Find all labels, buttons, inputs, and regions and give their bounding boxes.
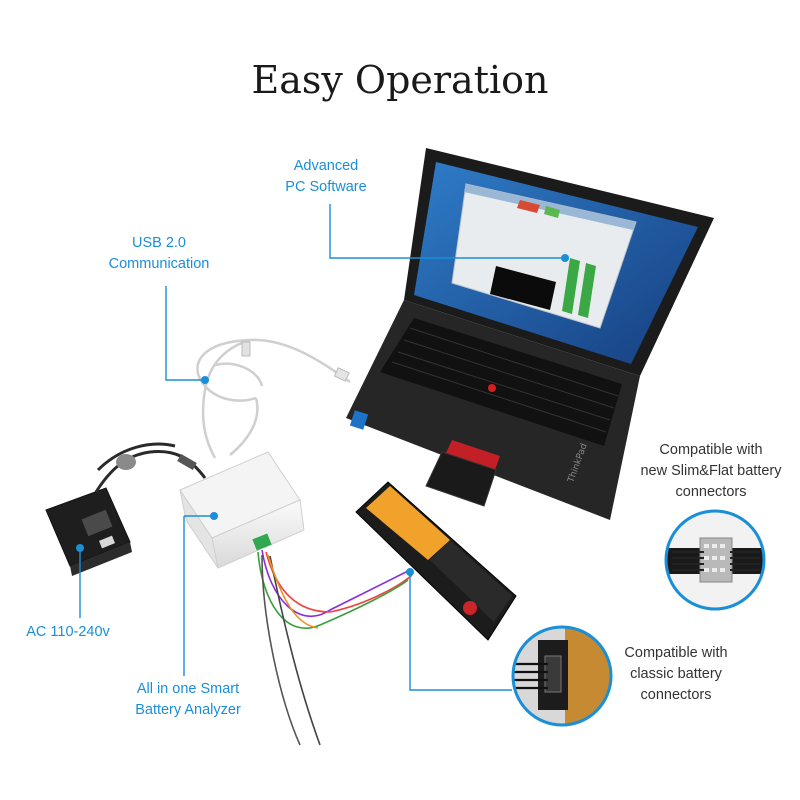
- status-red: [517, 200, 540, 213]
- callout-line: Compatible with: [659, 442, 763, 458]
- laptop: ThinkPad: [346, 148, 714, 520]
- callout-line: All in one Smart: [136, 681, 240, 697]
- zoom-slim-flat: [664, 509, 766, 611]
- usb-cable: [196, 338, 351, 459]
- callout-slim-flat: Compatible with new Slim&Flat battery co…: [626, 440, 796, 503]
- level-bar-1: [562, 258, 580, 314]
- callout-line: Compatible with: [624, 645, 728, 661]
- callout-line: Advanced: [293, 158, 359, 174]
- callout-line: connectors: [675, 484, 747, 500]
- callout-leaders: [79, 204, 565, 691]
- status-green: [544, 206, 560, 218]
- callout-ac: AC 110-240v: [10, 622, 126, 643]
- callout-line: Communication: [108, 256, 210, 272]
- leader-classic: [409, 572, 512, 691]
- laptop-battery: [355, 481, 517, 641]
- leader-usb: [165, 286, 205, 381]
- keyboard: [380, 318, 622, 446]
- usb-plug-laptop: [333, 367, 350, 382]
- callout-dots: [76, 254, 569, 576]
- test-wires: [257, 549, 413, 746]
- callout-line: Battery Analyzer: [135, 702, 241, 718]
- ac-adapter: [45, 442, 207, 576]
- page-title: Easy Operation: [251, 58, 549, 102]
- callout-line: PC Software: [285, 179, 367, 195]
- intel-sticker: [349, 410, 369, 430]
- callout-line: new Slim&Flat battery: [640, 463, 782, 479]
- green-terminal: [252, 533, 272, 551]
- zoom-classic: [511, 625, 613, 727]
- callout-line: classic battery: [630, 666, 722, 682]
- callout-pc-software: Advanced PC Software: [262, 156, 390, 198]
- trackpad: [425, 451, 497, 507]
- callout-line: USB 2.0: [132, 235, 186, 251]
- software-graph: [490, 266, 556, 310]
- callout-classic: Compatible with classic battery connecto…: [606, 643, 746, 706]
- callout-analyzer: All in one Smart Battery Analyzer: [118, 679, 258, 721]
- leader-pc-software: [329, 204, 565, 259]
- usb-plug: [241, 341, 251, 357]
- level-bar-2: [578, 263, 596, 318]
- trackpad-buttons: [446, 440, 500, 470]
- callout-line: AC 110-240v: [26, 624, 110, 640]
- callout-usb: USB 2.0 Communication: [94, 233, 224, 275]
- trackpoint: [488, 384, 496, 392]
- callout-line: connectors: [640, 687, 712, 703]
- software-titlebar: [464, 184, 636, 230]
